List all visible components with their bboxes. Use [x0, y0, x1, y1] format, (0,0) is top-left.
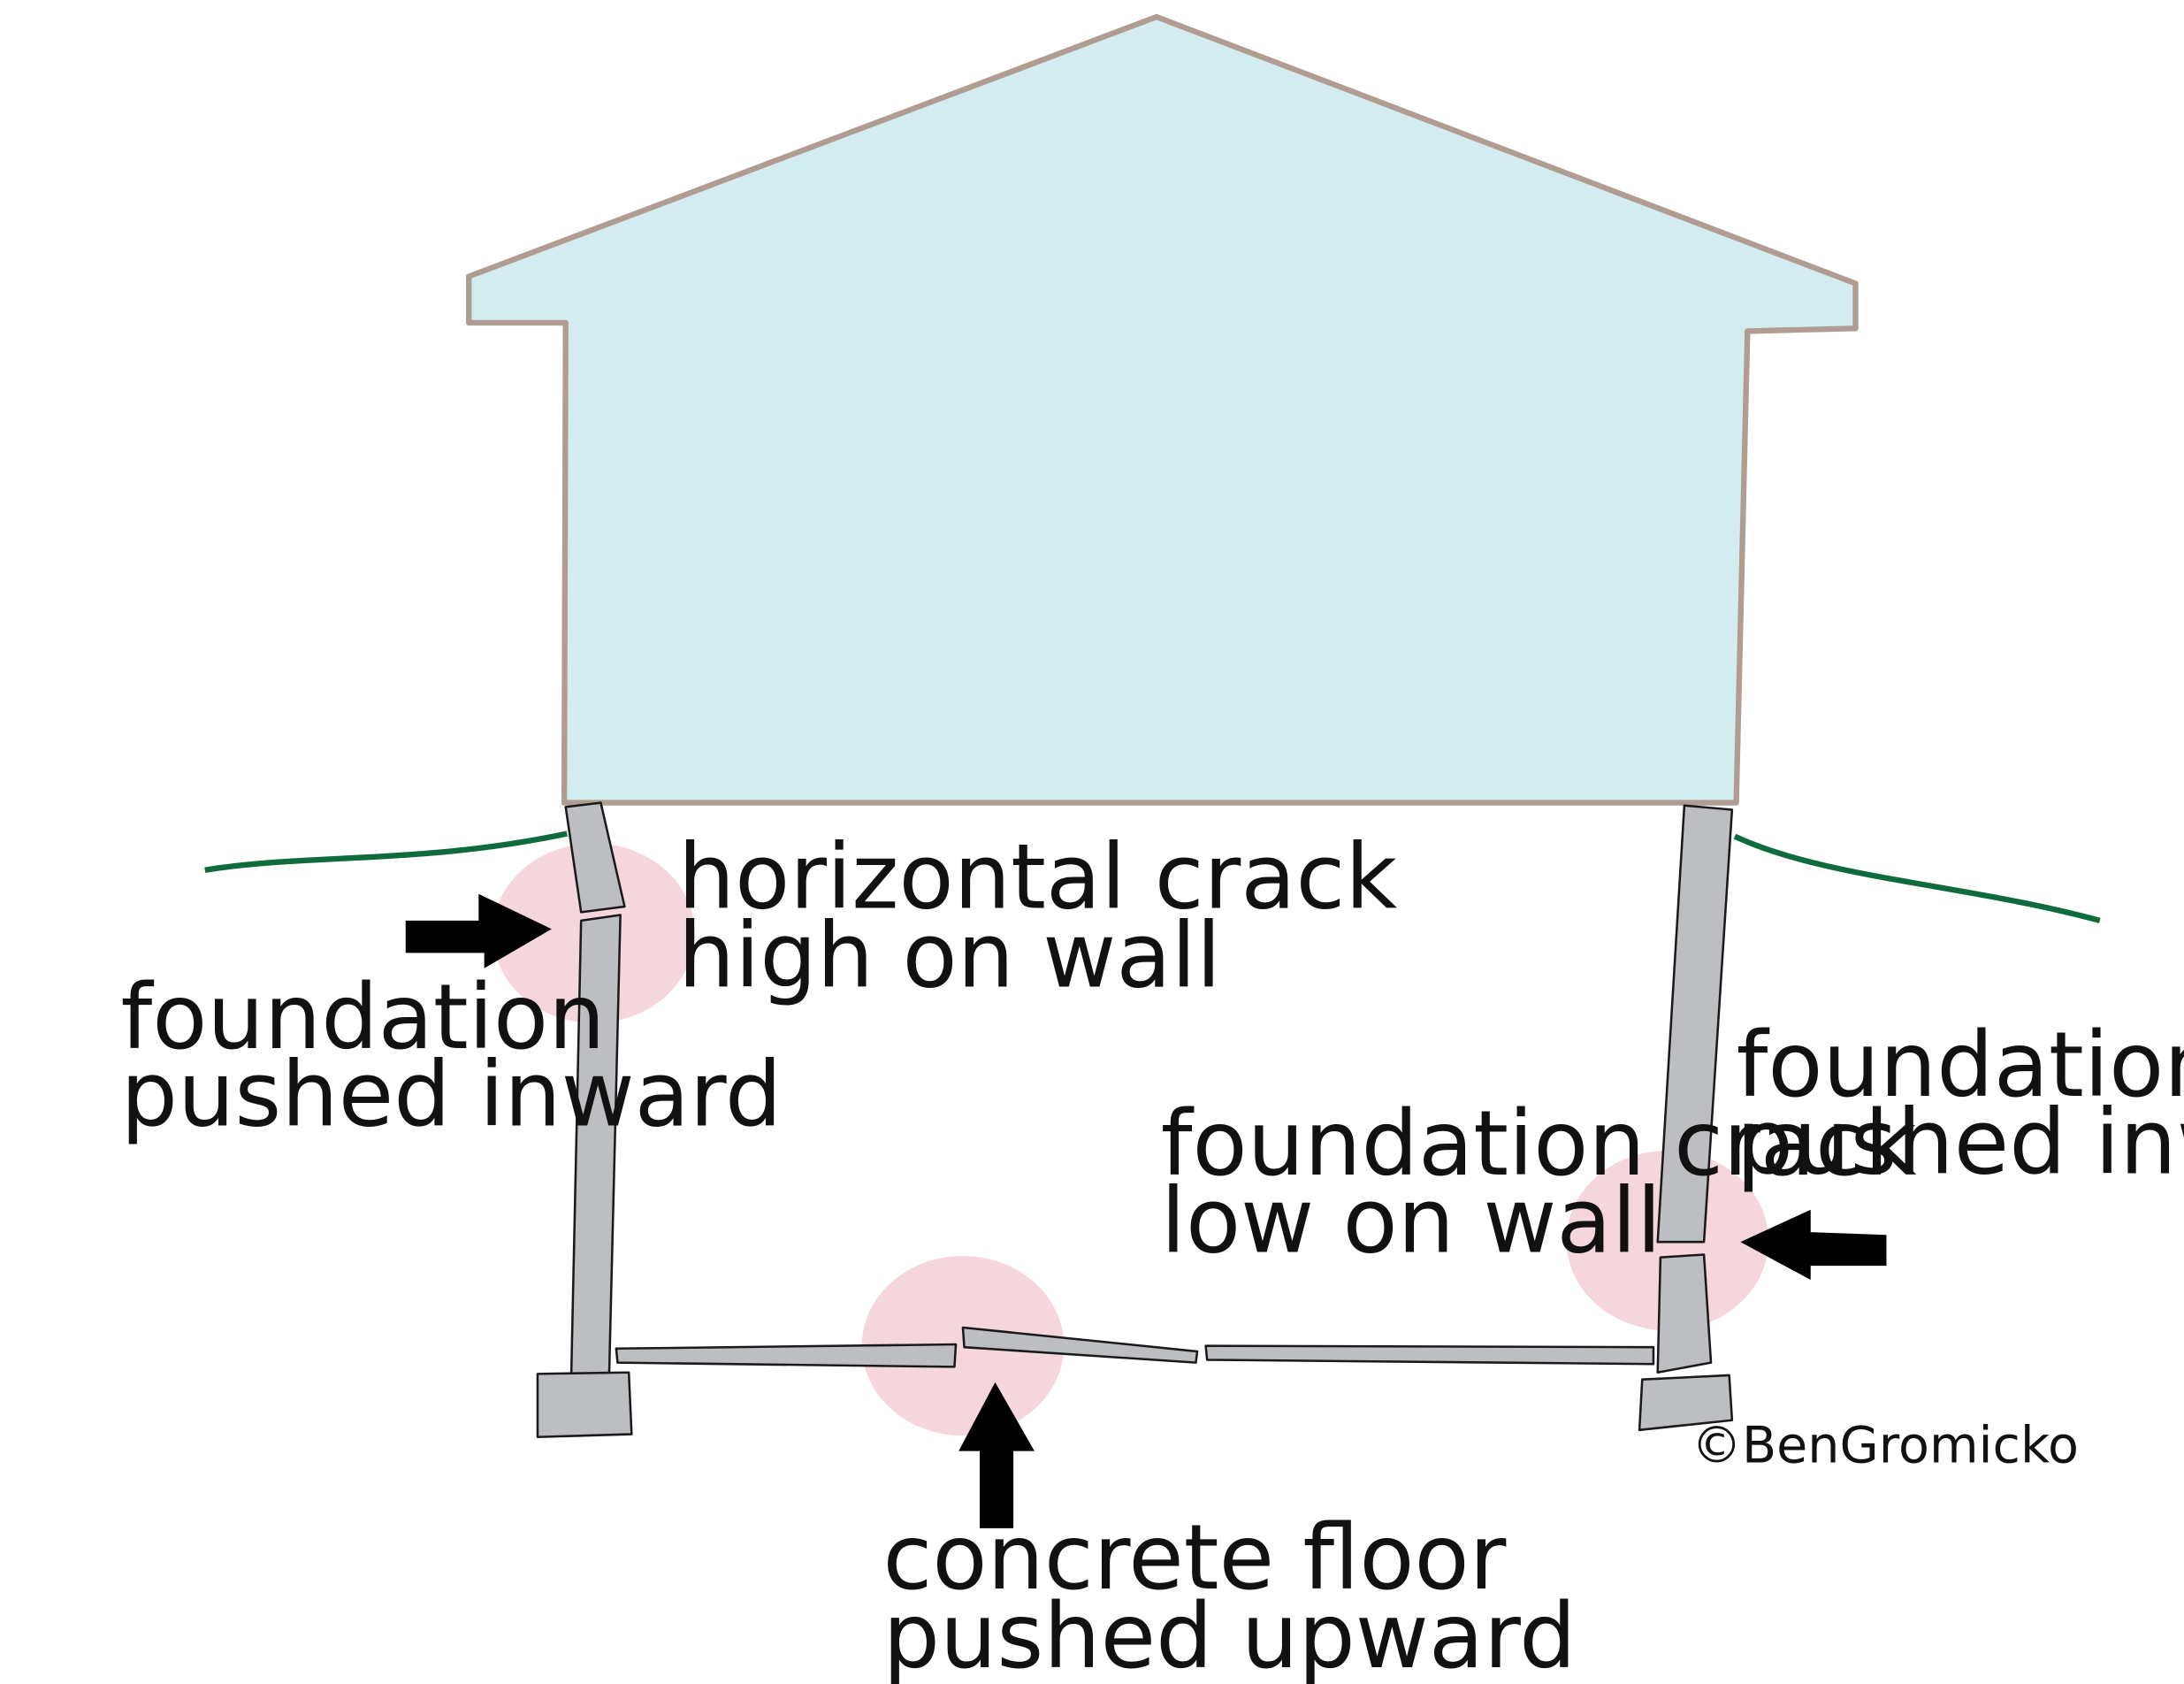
right-wall-lower	[1656, 1253, 1713, 1374]
ground-line-left	[204, 831, 568, 873]
floor-slab-middle-raised	[961, 1326, 1199, 1364]
label-foundation-pushed-inward-left: foundation pushed inward	[121, 965, 783, 1146]
arrow-up-icon	[958, 1382, 1035, 1528]
arrow-left-icon	[405, 893, 552, 968]
house-outline	[466, 13, 1859, 806]
floor-slab-right	[1204, 1344, 1655, 1366]
left-footing	[536, 1371, 633, 1439]
ground-line-right	[1733, 833, 2101, 923]
floor-slab-left	[615, 1343, 958, 1368]
credit-text: ©BenGromicko	[1691, 1416, 2079, 1474]
right-wall-upper	[1656, 804, 1734, 1244]
floor-highlight	[861, 1256, 1065, 1436]
label-horizontal-crack: horizontal crack high on wall	[678, 825, 1426, 1008]
left-wall-upper	[564, 801, 626, 914]
label-foundation-crack-low: foundation crack low on wall	[1161, 1091, 1945, 1273]
arrow-right-icon	[1740, 1209, 1887, 1281]
label-concrete-floor: concrete floor pushed upward	[882, 1505, 1576, 1684]
right-footing	[1638, 1374, 1734, 1432]
label-foundation-pushed-inward-right: foundation pushed inward	[1737, 1013, 2184, 1194]
